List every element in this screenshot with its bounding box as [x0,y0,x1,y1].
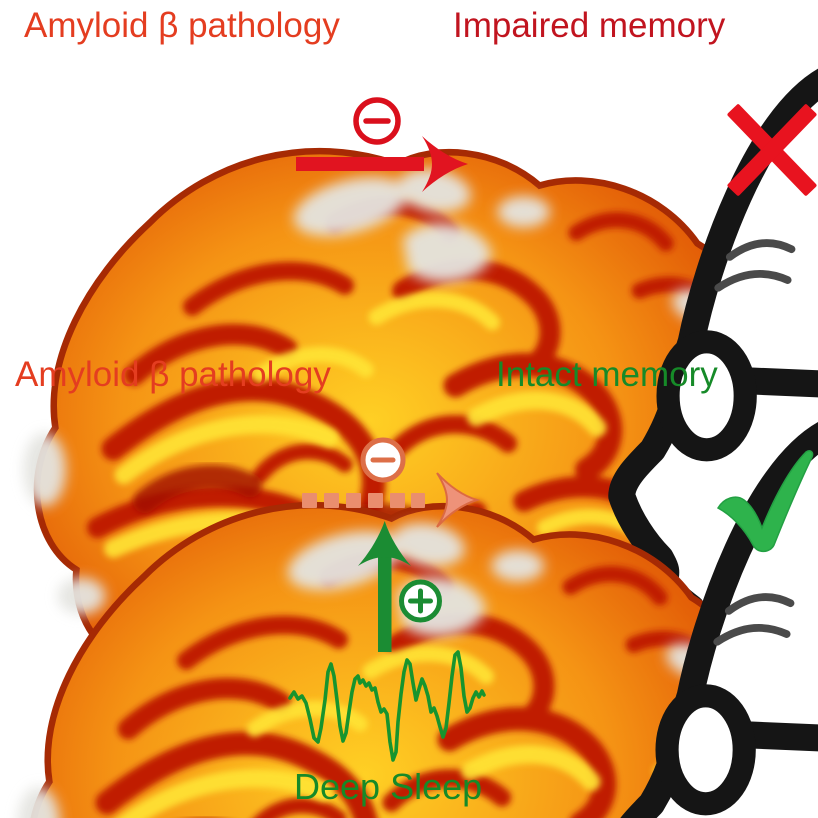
minus-circle-icon [353,97,401,145]
label-amyloid-pathology-top: Amyloid β pathology [24,6,340,45]
red-cross-icon [727,104,817,196]
dashed-salmon-arrow [302,472,481,528]
label-deep-sleep: Deep Sleep [294,766,483,807]
green-up-arrow [358,521,411,652]
label-impaired-memory: Impaired memory [453,6,726,45]
label-amyloid-pathology-bottom: Amyloid β pathology [15,355,331,394]
negative-arrow-top [296,97,468,192]
green-check-icon [716,450,814,553]
minus-circle-icon-salmon [360,437,406,483]
label-intact-memory: Intact memory [496,355,718,394]
solid-red-arrow [296,136,468,192]
plus-circle-icon [399,579,442,623]
eeg-waveform-icon [288,650,486,762]
blocked-negative-arrow-bottom [302,437,481,528]
